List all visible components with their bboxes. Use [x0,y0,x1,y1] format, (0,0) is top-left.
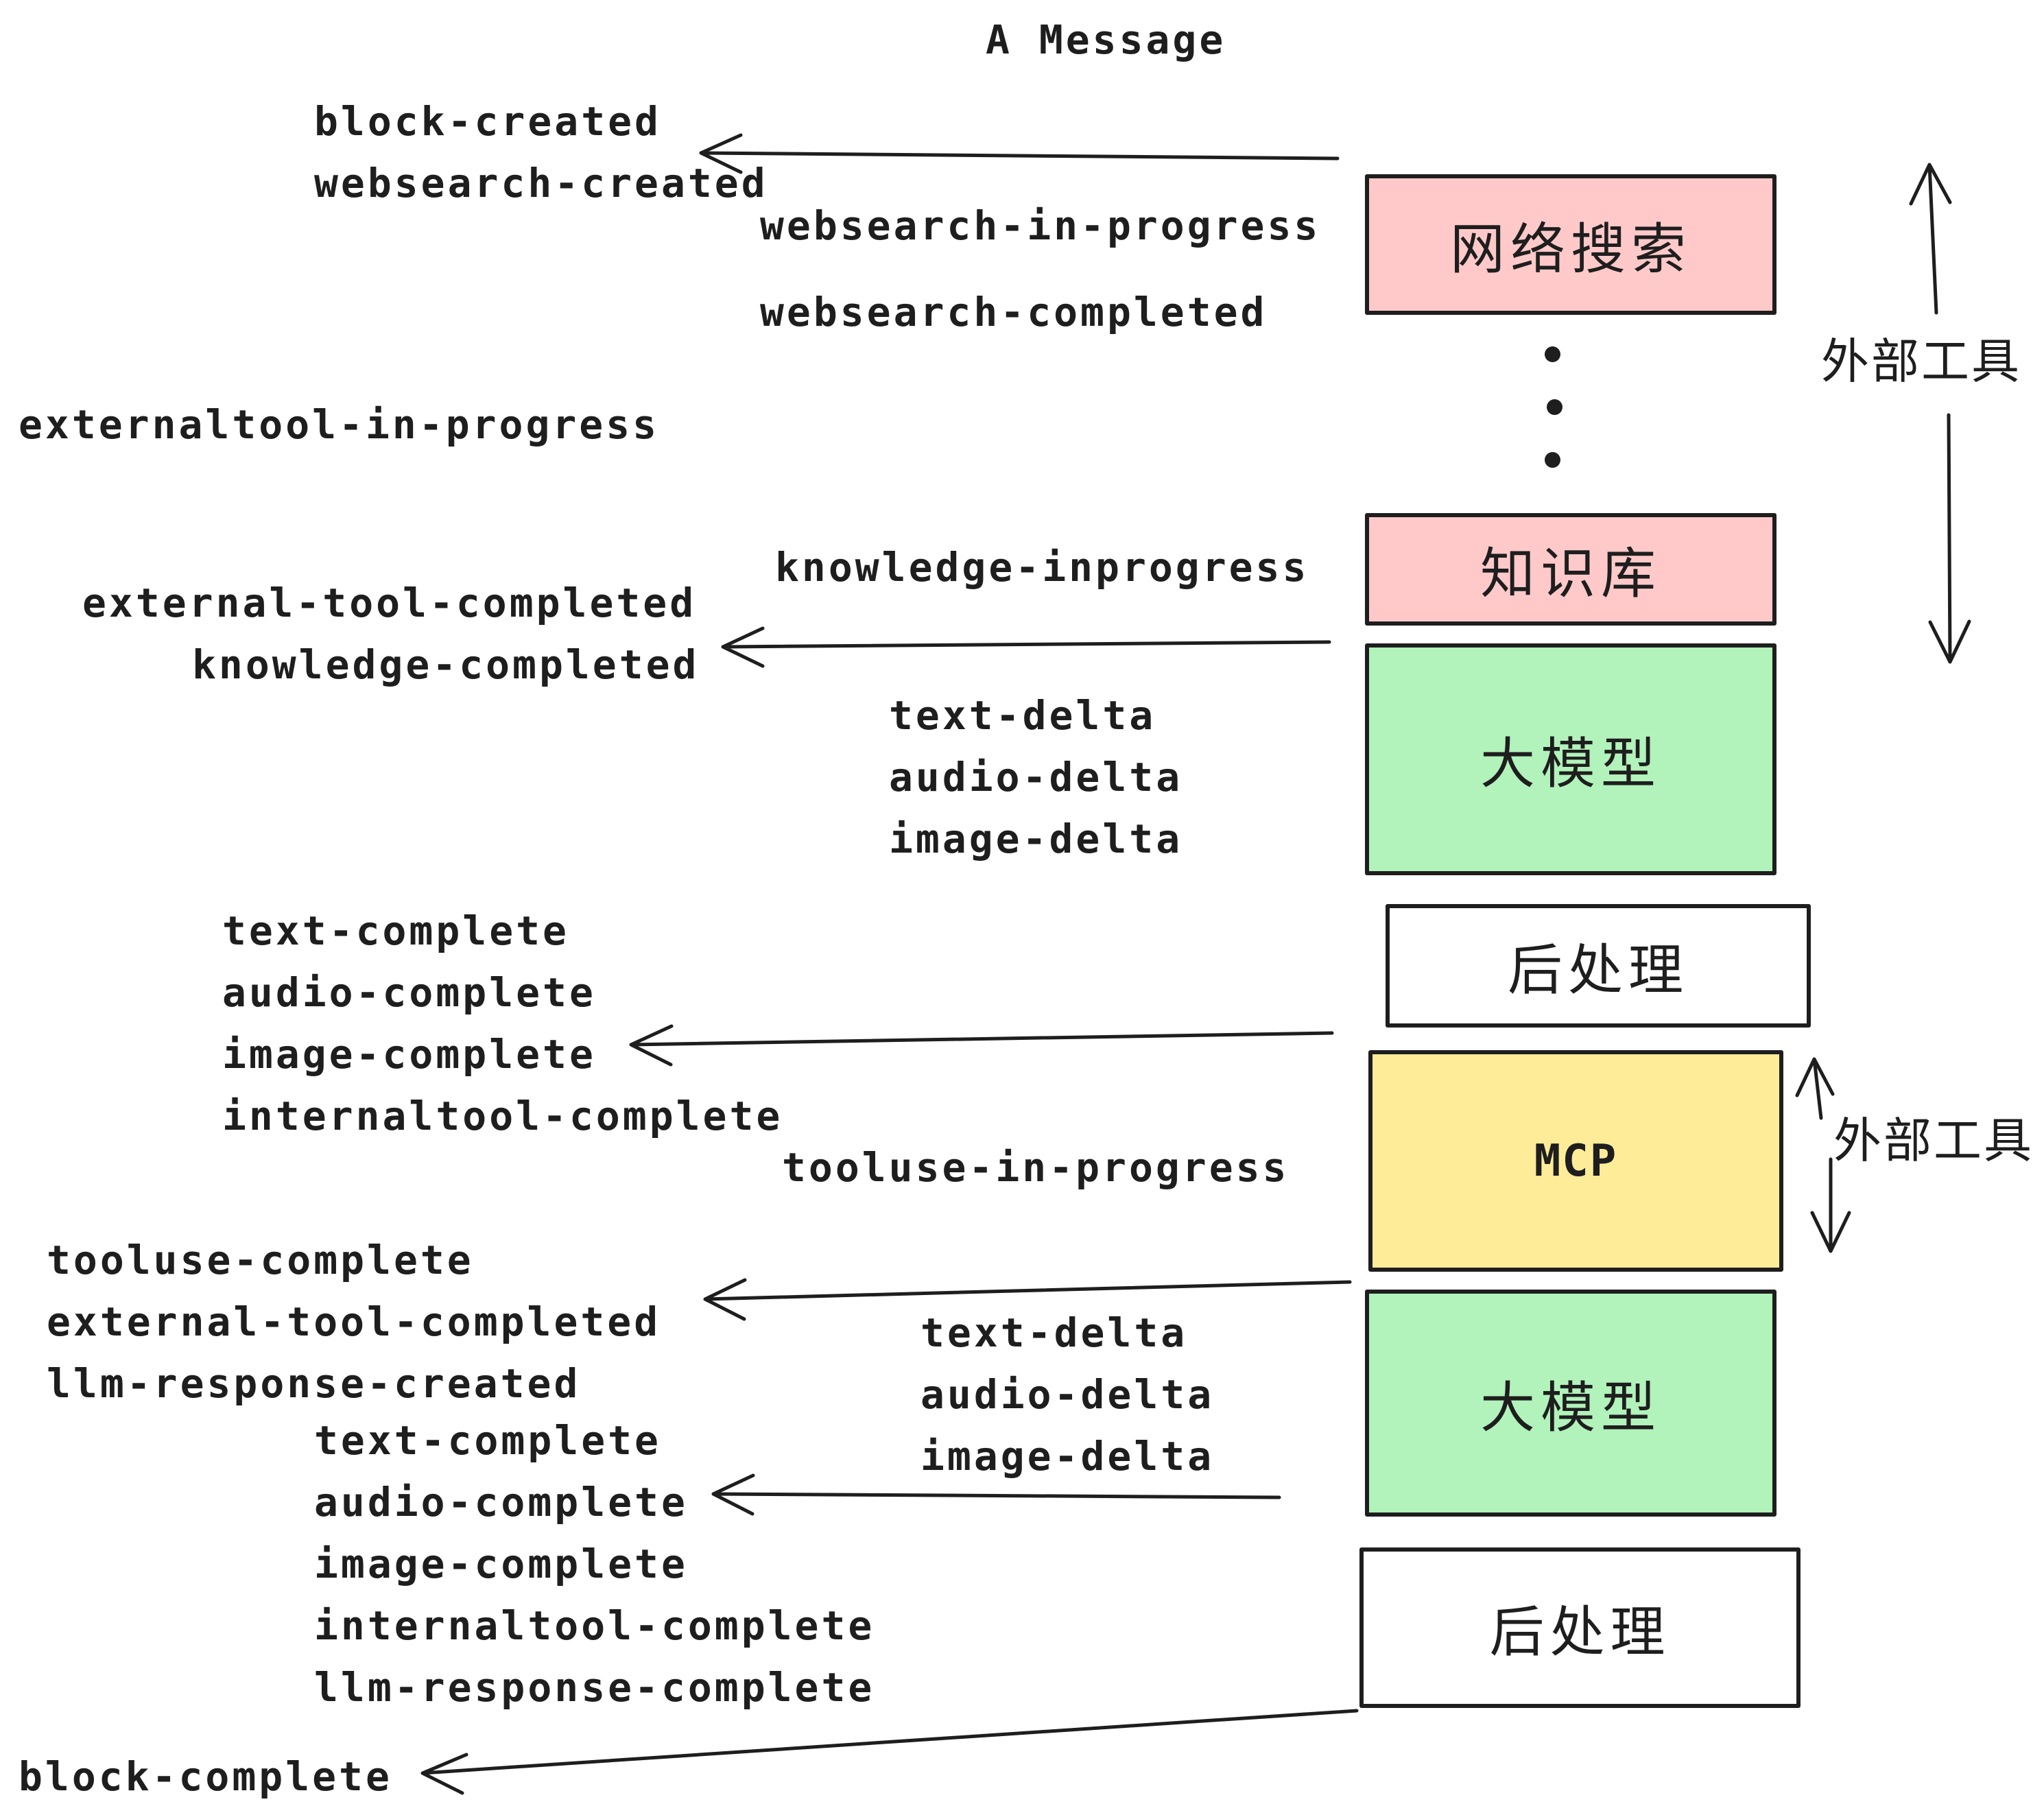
box-postprocess-1: 后处理 [1386,904,1811,1028]
box-mcp-label: MCP [1534,1135,1618,1187]
event-label-text-delta-2: text-delta [920,1309,1188,1356]
event-label-text-delta-1: text-delta [889,692,1156,739]
ellipsis-dot-icon [1547,399,1562,415]
event-label-tooluse-complete: tooluse-complete [47,1237,474,1283]
event-label-block-created: block-created [314,98,661,145]
arrow-to-external-tool-completed-icon [703,1278,1352,1321]
double-arrow-external-tools-1-up-icon [1909,163,1952,315]
event-label-image-complete-2: image-complete [314,1541,688,1587]
box-llm-2-label: 大模型 [1480,1375,1661,1440]
box-postprocess-2: 后处理 [1359,1547,1801,1708]
ellipsis-dot-icon [1545,452,1560,468]
arrow-to-knowledge-completed-icon [721,626,1331,668]
event-label-image-complete-1: image-complete [222,1031,596,1078]
event-label-text-complete-2: text-complete [314,1417,661,1464]
event-label-internaltool-complete-1: internaltool-complete [222,1093,783,1139]
event-label-knowledge-completed: knowledge-completed [192,641,700,688]
event-label-text-complete-1: text-complete [222,907,569,954]
event-label-audio-delta-2: audio-delta [920,1371,1215,1418]
box-llm-1-label: 大模型 [1480,732,1661,796]
double-arrow-external-tools-1-down-icon [1928,413,1971,664]
arrow-to-websearch-created-icon [699,133,1340,174]
event-label-llm-response-created: llm-response-created [47,1360,581,1407]
event-label-audio-complete-1: audio-complete [222,969,596,1016]
event-label-external-tool-completed-2: external-tool-completed [47,1298,661,1345]
page-title: A Message [986,16,1226,63]
double-arrow-external-tools-2-down-icon [1810,1157,1851,1253]
box-websearch: 网络搜索 [1365,174,1776,315]
box-knowledge: 知识库 [1365,513,1776,626]
annotation-external-tools-1: 外部工具 [1821,333,2021,390]
event-label-external-tool-completed-1: external-tool-completed [82,580,697,626]
event-label-block-complete: block-complete [19,1753,392,1800]
event-label-audio-delta-1: audio-delta [889,754,1183,800]
box-llm-1: 大模型 [1365,643,1776,875]
double-arrow-external-tools-2-up-icon [1795,1057,1835,1120]
box-postprocess-1-label: 后处理 [1508,938,1689,1002]
event-label-knowledge-inprogress: knowledge-inprogress [775,544,1309,591]
annotation-external-tools-2: 外部工具 [1833,1113,2034,1169]
event-label-audio-complete-2: audio-complete [314,1479,688,1526]
arrow-to-block-complete-icon [420,1709,1359,1795]
event-label-websearch-completed: websearch-completed [760,289,1268,335]
event-label-externaltool-in-progress: externaltool-in-progress [19,401,660,448]
event-label-image-delta-2: image-delta [920,1433,1215,1480]
event-label-tooluse-in-progress: tooluse-in-progress [782,1144,1290,1191]
event-label-websearch-in-progress: websearch-in-progress [760,202,1321,249]
event-label-llm-response-complete: llm-response-complete [314,1664,875,1711]
arrow-to-audio-complete-icon [711,1473,1281,1516]
arrow-to-image-complete-icon [629,1024,1334,1067]
event-label-websearch-created: websearch-created [314,160,768,206]
event-label-image-delta-1: image-delta [889,816,1183,862]
box-postprocess-2-label: 后处理 [1489,1600,1671,1664]
box-knowledge-label: 知识库 [1480,542,1661,606]
ellipsis-dot-icon [1545,346,1560,362]
event-label-internaltool-complete-2: internaltool-complete [314,1602,875,1649]
box-mcp: MCP [1368,1050,1783,1272]
box-websearch-label: 网络搜索 [1450,217,1691,281]
box-llm-2: 大模型 [1365,1290,1776,1517]
